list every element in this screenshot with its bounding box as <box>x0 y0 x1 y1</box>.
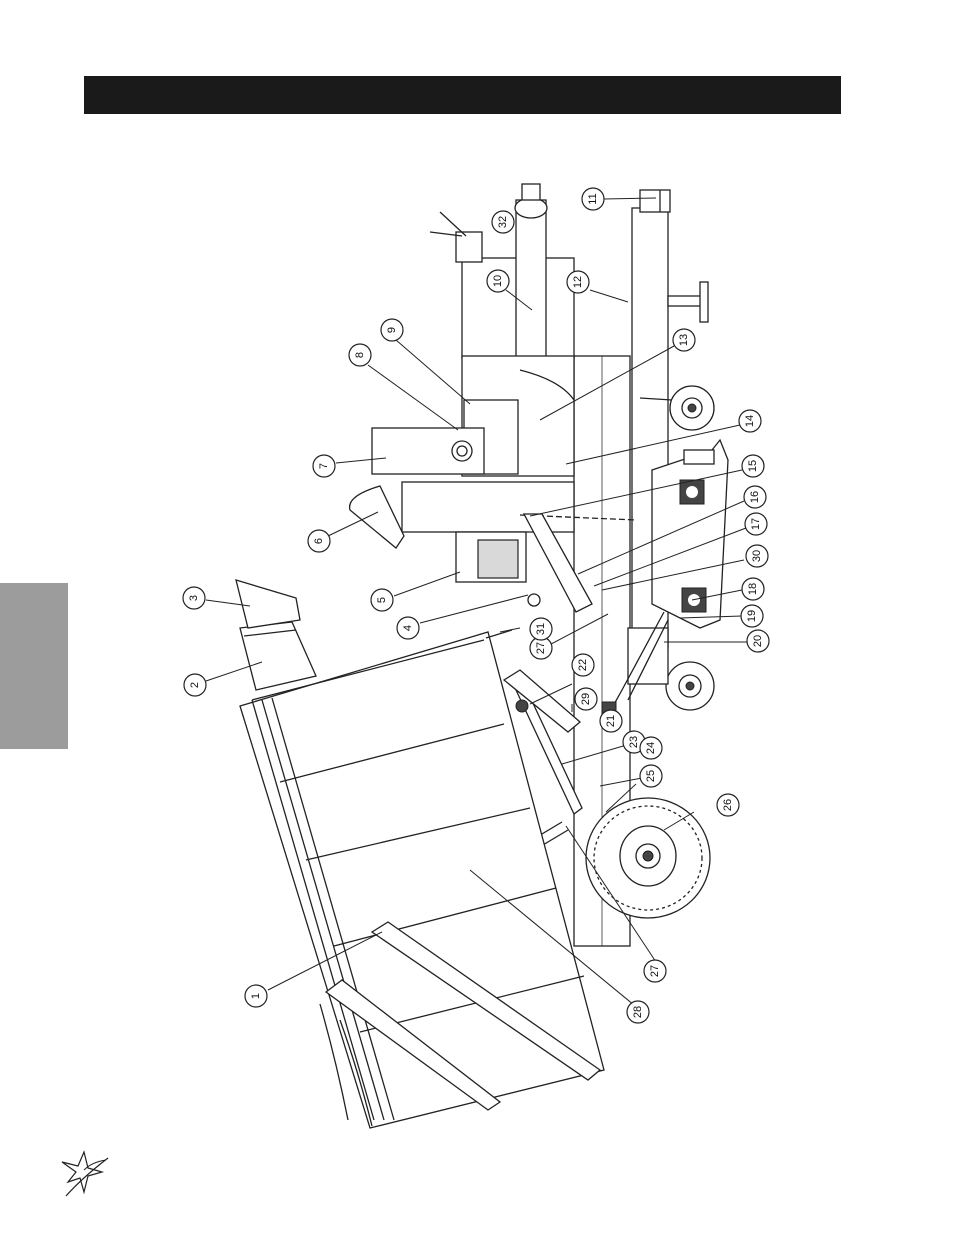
hitch-coupler <box>639 189 671 213</box>
svg-text:8: 8 <box>354 352 366 358</box>
callout-31: 31 <box>529 617 553 641</box>
callout-27-lower: 27 <box>643 959 667 983</box>
svg-text:27: 27 <box>649 965 661 977</box>
svg-text:2: 2 <box>189 682 201 688</box>
callout-27-upper: 27 <box>529 636 553 660</box>
svg-text:21: 21 <box>605 715 617 727</box>
callout-28: 28 <box>626 1000 650 1024</box>
callout-26: 26 <box>716 793 740 817</box>
svg-text:5: 5 <box>376 597 388 603</box>
svg-text:29: 29 <box>580 693 592 705</box>
svg-text:30: 30 <box>751 550 763 562</box>
svg-text:3: 3 <box>188 595 200 601</box>
header-bar <box>84 76 841 114</box>
svg-text:11: 11 <box>587 193 599 204</box>
caster-wheel-front <box>639 385 715 431</box>
svg-text:12: 12 <box>572 276 584 288</box>
svg-text:10: 10 <box>492 275 504 287</box>
svg-text:13: 13 <box>678 334 690 346</box>
callout-16: 16 <box>743 485 767 509</box>
svg-text:18: 18 <box>747 583 759 595</box>
callout-15: 15 <box>741 454 765 478</box>
svg-text:32: 32 <box>497 216 509 228</box>
svg-text:22: 22 <box>577 659 589 671</box>
section-side-tab <box>0 583 68 749</box>
callout-32: 32 <box>491 210 515 234</box>
svg-text:28: 28 <box>632 1006 644 1018</box>
svg-text:16: 16 <box>749 491 761 503</box>
callout-14: 14 <box>738 409 762 433</box>
svg-text:25: 25 <box>645 770 657 782</box>
callout-1: 1 <box>244 984 268 1008</box>
callout-2: 2 <box>183 673 207 697</box>
callout-6: 6 <box>307 529 331 553</box>
collection-box <box>239 631 605 1129</box>
svg-text:4: 4 <box>402 625 414 631</box>
svg-text:19: 19 <box>746 610 758 622</box>
svg-text:6: 6 <box>313 538 325 544</box>
callout-8: 8 <box>348 343 372 367</box>
callout-10: 10 <box>486 269 510 293</box>
callout-24: 24 <box>639 736 663 760</box>
callout-21: 21 <box>599 709 623 733</box>
svg-text:7: 7 <box>318 463 330 469</box>
callout-22: 22 <box>571 653 595 677</box>
callout-13: 13 <box>672 328 696 352</box>
callout-20: 20 <box>746 629 770 653</box>
callouts: 1 2 3 4 5 6 7 8 9 10 11 12 13 14 15 16 1… <box>182 187 770 1024</box>
callout-17: 17 <box>744 512 768 536</box>
svg-text:24: 24 <box>645 742 657 754</box>
callout-12: 12 <box>566 270 590 294</box>
svg-text:1: 1 <box>250 993 262 999</box>
svg-text:31: 31 <box>535 623 547 635</box>
rear-caster-mount <box>627 627 669 685</box>
svg-text:26: 26 <box>722 799 734 811</box>
drive-shaft-guard <box>515 199 547 361</box>
callout-4: 4 <box>396 616 420 640</box>
callout-19: 19 <box>740 604 764 628</box>
machine-drawing <box>235 183 729 1129</box>
chute-cap <box>235 579 301 629</box>
svg-text:15: 15 <box>747 460 759 472</box>
axle-plate <box>651 438 729 629</box>
callout-9: 9 <box>380 318 404 342</box>
star-swirl-logo-icon <box>61 1150 109 1197</box>
svg-text:14: 14 <box>744 415 756 427</box>
callout-3: 3 <box>182 586 206 610</box>
callout-29: 29 <box>574 687 598 711</box>
svg-text:9: 9 <box>386 327 398 333</box>
callout-18: 18 <box>741 577 765 601</box>
svg-text:17: 17 <box>750 518 762 530</box>
callout-7: 7 <box>312 454 336 478</box>
callout-25: 25 <box>639 764 663 788</box>
svg-text:27: 27 <box>535 642 547 654</box>
leader-lines <box>205 197 748 1011</box>
svg-text:23: 23 <box>628 736 640 748</box>
callout-5: 5 <box>370 588 394 612</box>
callout-30: 30 <box>745 544 769 568</box>
callout-11: 11 <box>581 187 605 211</box>
svg-text:20: 20 <box>752 635 764 647</box>
discharge-chute <box>348 485 405 549</box>
lift-arm <box>522 513 593 613</box>
ground-wheel <box>585 797 711 919</box>
